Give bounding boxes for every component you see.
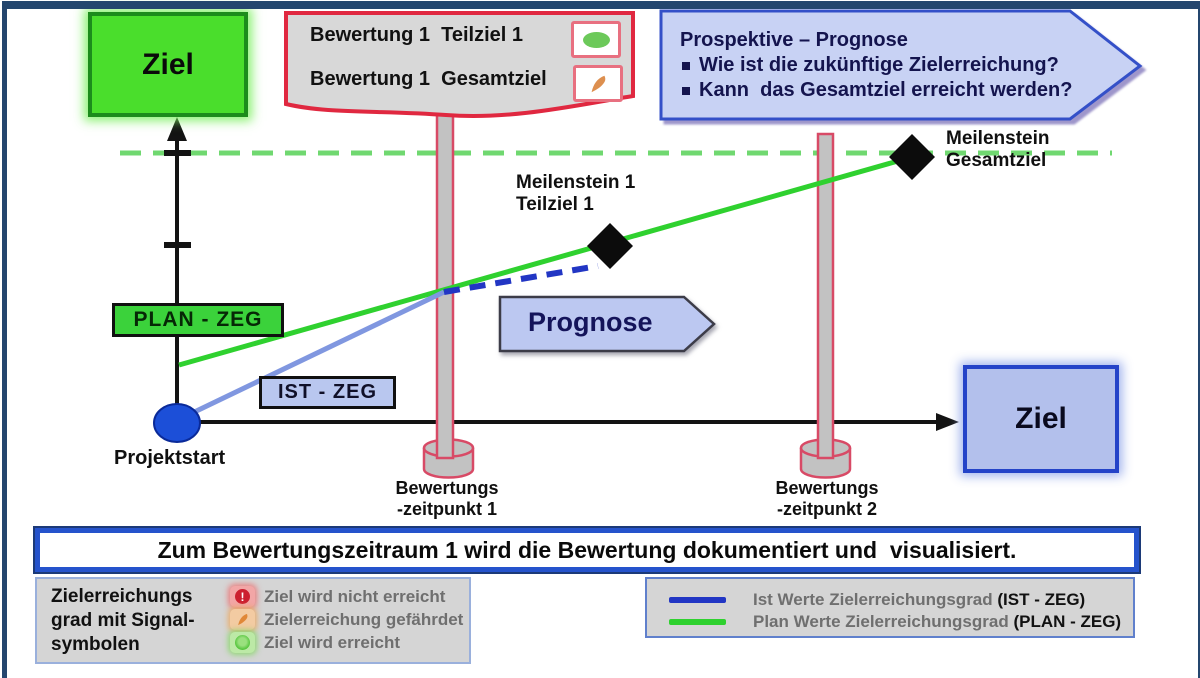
prospective-bullet-2: Kann das Gesamtziel erreicht werden? <box>699 79 1073 101</box>
prognose-label: Prognose <box>528 307 653 337</box>
legend-line-ist: Ist Werte Zielerreichungsgrad (IST - ZEG… <box>669 590 1085 610</box>
legend-line-text-bold: (IST - ZEG) <box>997 590 1086 609</box>
goal-box-right: Ziel <box>963 365 1119 473</box>
prospective-bullet-1: Wie ist die zukünftige Zielerreichung? <box>699 54 1059 76</box>
plan-zeg-tag: PLAN - ZEG <box>112 303 284 337</box>
legend-line-plan: Plan Werte Zielerreichungsgrad (PLAN - Z… <box>669 612 1121 632</box>
signal-label: Zielerreichung gefährdet <box>264 609 464 629</box>
signals-legend-title: Zielerreichungs grad mit Signal- symbole… <box>51 586 195 655</box>
ist-zeg-line <box>184 289 446 419</box>
prognose-arrow: Prognose <box>498 295 720 355</box>
ist-zeg-tag: IST - ZEG <box>259 376 396 409</box>
statement-banner-text: Zum Bewertungszeitraum 1 wird die Bewert… <box>157 536 1017 563</box>
milestone-teilziel-label: Meilenstein 1 Teilziel 1 <box>516 172 636 215</box>
eval-point-1-label: Bewertungs -zeitpunkt 1 <box>395 478 499 519</box>
milestone-gesamtziel-diamond <box>889 134 935 180</box>
evaluation-pillar-1 <box>422 109 475 479</box>
red-exclamation-signal-icon <box>230 586 255 607</box>
ist-line-swatch <box>669 597 726 603</box>
green-ellipse-signal-icon <box>571 21 621 58</box>
evaluation-pillar-2 <box>799 132 852 479</box>
signal-item-green: Ziel wird erreicht <box>230 631 400 654</box>
lines-legend: Ist Werte Zielerreichungsgrad (IST - ZEG… <box>645 577 1135 638</box>
horizontal-axis-arrowhead <box>936 413 959 431</box>
signal-label: Ziel wird nicht erreicht <box>264 586 446 606</box>
legend-line-text-bold: (PLAN - ZEG) <box>1013 612 1122 631</box>
plan-zeg-label: PLAN - ZEG <box>133 308 263 331</box>
plan-line-swatch <box>669 619 726 625</box>
signals-legend: Zielerreichungs grad mit Signal- symbole… <box>35 577 471 664</box>
milestone-gesamtziel-label: Meilenstein Gesamtziel <box>946 128 1050 171</box>
projektstart-label: Projektstart <box>114 447 226 469</box>
goal-box-top: Ziel <box>88 12 248 117</box>
signal-label: Ziel wird erreicht <box>264 632 401 652</box>
statement-banner: Zum Bewertungszeitraum 1 wird die Bewert… <box>33 526 1141 574</box>
orange-crescent-signal-icon <box>230 609 255 630</box>
prognose-arrow-shape <box>498 295 716 353</box>
plan-zeg-line <box>178 156 906 368</box>
milestone-teilziel-diamond <box>587 223 633 269</box>
projektstart-node <box>153 403 201 443</box>
prospective-banner: Prospektive – Prognose Wie ist die zukün… <box>658 6 1146 124</box>
signal-item-red: Ziel wird nicht erreicht <box>230 585 445 608</box>
prospective-title: Prospektive – Prognose <box>680 29 908 51</box>
signal-item-orange: Zielerreichung gefährdet <box>230 608 463 631</box>
green-dot-signal-icon <box>230 632 255 653</box>
goal-box-right-label: Ziel <box>1015 402 1067 435</box>
callout-row1-label: Bewertung 1 Teilziel 1 <box>310 24 524 46</box>
prognose-dashed-line <box>443 263 599 295</box>
eval-point-2-label: Bewertungs -zeitpunkt 2 <box>775 478 879 519</box>
bullet-square-icon <box>682 61 690 70</box>
legend-line-text: Ist Werte Zielerreichungsgrad <box>753 590 998 609</box>
goal-box-top-label: Ziel <box>142 47 194 81</box>
vertical-axis-arrowhead <box>167 117 187 141</box>
callout-row2-label: Bewertung 1 Gesamtziel <box>310 68 547 90</box>
orange-crescent-signal-icon <box>573 65 623 102</box>
prospective-banner-shape <box>659 9 1143 121</box>
legend-line-text: Plan Werte Zielerreichungsgrad <box>753 612 1014 631</box>
ist-zeg-label: IST - ZEG <box>278 381 377 403</box>
evaluation-callout: Bewertung 1 Teilziel 1 Bewertung 1 Gesam… <box>283 10 637 122</box>
bullet-square-icon <box>682 86 690 95</box>
